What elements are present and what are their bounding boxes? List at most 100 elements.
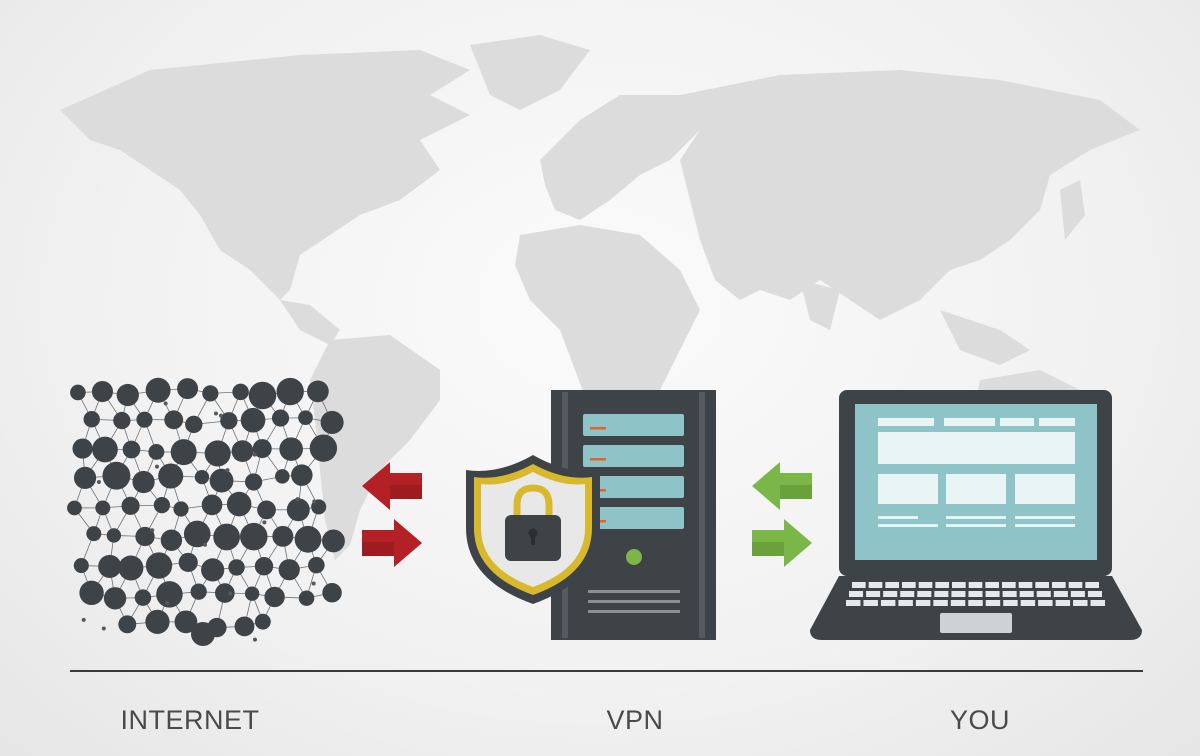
you-label: YOU xyxy=(949,705,1010,735)
keyboard-key xyxy=(1036,591,1051,597)
network-node xyxy=(73,466,97,489)
network-node xyxy=(220,412,238,430)
keyboard-key xyxy=(885,582,899,588)
network-node xyxy=(165,601,170,606)
network-node xyxy=(213,523,240,551)
network-node xyxy=(202,542,207,547)
network-node xyxy=(98,554,122,579)
network-node xyxy=(164,410,184,430)
network-node xyxy=(240,407,266,433)
network-node xyxy=(86,526,102,542)
network-node xyxy=(72,438,93,459)
network-node xyxy=(103,587,127,610)
network-node xyxy=(178,552,198,572)
keyboard-key xyxy=(1002,582,1016,588)
keyboard-key xyxy=(935,582,949,588)
network-node xyxy=(311,581,316,586)
network-node xyxy=(183,520,211,548)
network-node xyxy=(257,500,276,520)
network-cloud-icon xyxy=(67,377,345,646)
network-node xyxy=(136,411,153,428)
keyboard-key xyxy=(846,600,861,606)
network-node xyxy=(320,410,344,434)
network-node xyxy=(209,468,234,493)
keyboard-key xyxy=(1087,591,1102,597)
network-node xyxy=(254,557,274,576)
network-node xyxy=(156,581,183,608)
keyboard-key xyxy=(1018,582,1033,588)
network-node xyxy=(252,637,257,642)
network-node xyxy=(190,583,207,600)
network-node xyxy=(272,525,294,547)
network-node xyxy=(145,609,170,634)
network-node xyxy=(278,559,300,581)
network-node xyxy=(102,461,131,490)
keyboard-key xyxy=(934,591,949,597)
network-node xyxy=(298,590,315,606)
network-node xyxy=(145,377,171,403)
keyboard-key xyxy=(1068,582,1083,588)
network-node xyxy=(153,496,171,514)
keyboard-key xyxy=(866,591,881,597)
keyboard-key xyxy=(883,591,898,597)
arrow-right-icon xyxy=(752,519,812,567)
keyboard-key xyxy=(868,582,883,588)
network-node xyxy=(308,556,325,574)
network-node xyxy=(252,452,257,457)
keyboard-key xyxy=(1002,591,1017,597)
network-node xyxy=(275,469,290,484)
network-node xyxy=(234,616,255,637)
network-node xyxy=(254,613,271,630)
keyboard-key xyxy=(1052,582,1066,588)
keyboard-key xyxy=(1055,600,1071,606)
network-node xyxy=(79,580,104,606)
network-node xyxy=(113,411,131,430)
shield-lock-icon xyxy=(466,455,600,604)
network-node xyxy=(96,480,101,484)
network-node xyxy=(276,377,304,406)
network-node xyxy=(170,439,197,466)
keyboard-key xyxy=(951,591,966,597)
network-node xyxy=(202,385,219,402)
keyboard-key xyxy=(1073,600,1088,606)
network-node xyxy=(262,520,267,525)
network-node xyxy=(73,557,89,574)
network-node xyxy=(294,525,322,553)
network-node xyxy=(201,558,225,582)
keyboard-key xyxy=(902,582,916,588)
arrow-left-icon xyxy=(752,462,812,510)
network-node xyxy=(145,552,173,579)
keyboard-key xyxy=(849,591,864,597)
network-node xyxy=(204,440,231,467)
network-node xyxy=(83,411,100,428)
keyboard-key xyxy=(1085,582,1099,588)
network-node xyxy=(240,522,268,551)
network-node xyxy=(148,444,165,460)
keyboard-key xyxy=(985,582,999,588)
network-node xyxy=(154,464,159,469)
keyboard-key xyxy=(933,600,948,606)
internet-label: INTERNET xyxy=(120,705,260,735)
keyboard-key xyxy=(968,591,983,597)
network-node xyxy=(122,440,141,459)
network-node xyxy=(226,491,252,517)
network-node xyxy=(244,586,260,601)
network-node xyxy=(286,498,310,522)
network-node xyxy=(244,473,263,491)
keyboard-key xyxy=(950,600,966,606)
network-node xyxy=(291,464,313,486)
network-node xyxy=(271,409,290,427)
keyboard-key xyxy=(968,582,983,588)
network-node xyxy=(116,383,139,407)
keyboard-key xyxy=(1053,591,1068,597)
keyboard-key xyxy=(1038,600,1053,606)
network-node xyxy=(135,526,155,547)
arrow-left-icon xyxy=(362,462,422,510)
arrow-right-icon xyxy=(362,519,422,567)
network-node xyxy=(322,583,342,603)
network-node xyxy=(228,559,245,576)
network-node xyxy=(312,499,317,504)
network-node xyxy=(121,496,140,515)
network-node xyxy=(160,529,183,551)
